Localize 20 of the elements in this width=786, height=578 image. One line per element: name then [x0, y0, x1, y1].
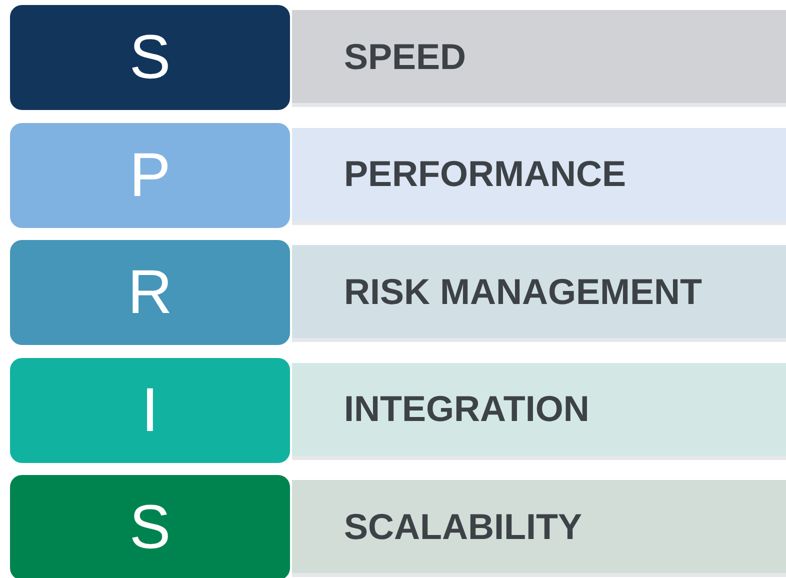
letter-tile	[10, 240, 290, 345]
band-label: INTEGRATION	[344, 388, 590, 430]
letter: P	[129, 140, 171, 210]
letter-tile	[10, 122, 290, 228]
label-band	[292, 10, 786, 107]
letter-tile	[10, 475, 290, 578]
band-label: SPEED	[344, 36, 466, 78]
letter: S	[129, 492, 171, 563]
letter: R	[128, 257, 172, 328]
band-label: SCALABILITY	[344, 506, 582, 548]
label-band	[292, 245, 786, 342]
band-label: PERFORMANCE	[344, 153, 626, 195]
label-band	[292, 128, 786, 224]
letter-tile	[10, 358, 290, 462]
letter-tile	[10, 5, 290, 110]
letter: S	[129, 22, 171, 93]
letter: I	[141, 374, 159, 446]
label-band	[292, 362, 786, 460]
label-band	[292, 480, 786, 577]
band-label: RISK MANAGEMENT	[344, 270, 702, 312]
